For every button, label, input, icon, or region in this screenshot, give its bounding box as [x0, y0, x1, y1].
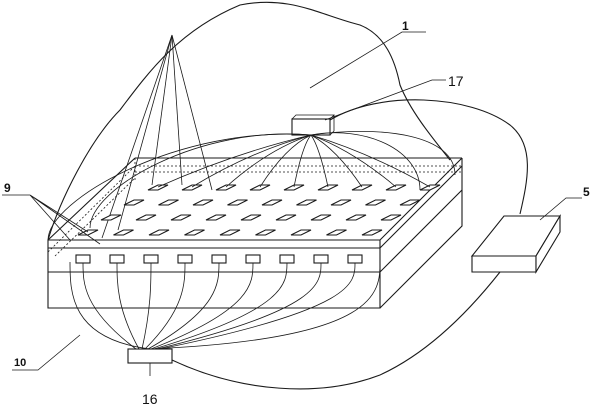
sensor-pad	[192, 199, 214, 206]
sensor-pad	[351, 184, 373, 191]
sensor-pad	[170, 214, 192, 221]
front-pad	[245, 254, 261, 264]
upper-connector-box	[291, 118, 331, 136]
sensor-pad	[345, 214, 367, 221]
sensor-pad	[181, 184, 203, 191]
lower-connector-box	[127, 348, 173, 364]
front-pad	[109, 254, 125, 264]
sensor-pad	[123, 199, 145, 206]
sensor-pad-grid	[77, 184, 441, 236]
upper-wire	[310, 134, 397, 188]
leader-1	[309, 31, 426, 89]
sensor-pad	[227, 199, 248, 206]
sensor-pad	[330, 199, 352, 206]
upper-wire	[310, 134, 363, 188]
sensor-pad	[147, 184, 169, 191]
label-16: 16	[142, 391, 158, 407]
lower-wire-bundle	[69, 261, 381, 350]
apex-fan-lines	[101, 34, 213, 239]
lower-wire	[156, 262, 322, 350]
upper-wire	[157, 134, 312, 188]
sensor-pad	[205, 214, 227, 221]
sensor-pad	[385, 184, 407, 191]
lower-wire	[144, 262, 186, 350]
sensor-pad	[290, 229, 312, 236]
front-pad	[211, 254, 227, 264]
plate-slab	[47, 157, 463, 309]
sensor-pad	[135, 214, 157, 221]
label-10: 10	[14, 357, 26, 369]
cable-upper-to-controller	[329, 99, 528, 215]
front-pad-row	[75, 254, 363, 264]
label-5: 5	[583, 185, 590, 199]
sensor-pad	[275, 214, 297, 221]
cable-lower-to-controller	[171, 271, 501, 390]
label-1: 1	[402, 19, 409, 33]
lower-wire	[141, 262, 152, 350]
label-17: 17	[448, 73, 464, 89]
sensor-pad	[296, 199, 317, 206]
sensor-pad	[365, 199, 386, 206]
upper-wire	[225, 134, 312, 188]
sensor-pad	[100, 214, 122, 221]
sensor-pad	[249, 184, 271, 191]
upper-wire	[310, 134, 329, 188]
sensor-pad	[219, 229, 241, 236]
controller-box	[470, 214, 561, 274]
lower-wire	[153, 262, 288, 350]
sensor-pad	[261, 199, 283, 206]
sensor-pad	[326, 229, 347, 236]
upper-wire	[191, 134, 312, 188]
upper-wire-bundle	[47, 131, 456, 241]
outer-membrane	[47, 1, 451, 241]
front-pad	[177, 254, 193, 264]
sensor-pad	[310, 214, 332, 221]
label-9: 9	[4, 181, 11, 195]
sensor-pad	[77, 229, 99, 236]
sensor-pad	[158, 199, 179, 206]
upper-wire	[310, 134, 431, 188]
sensor-pad	[419, 184, 441, 191]
front-pad	[313, 254, 329, 264]
sensor-pad	[283, 184, 305, 191]
front-pad	[75, 254, 91, 264]
upper-wire	[89, 133, 312, 229]
leader-10	[12, 334, 81, 371]
sensor-pad	[255, 229, 276, 236]
sensor-pad	[215, 184, 237, 191]
upper-wire	[310, 131, 456, 176]
front-pad	[279, 254, 295, 264]
lower-wire	[116, 262, 140, 350]
leader-9	[2, 194, 101, 245]
sensor-pad	[113, 229, 134, 236]
sensor-pad	[240, 214, 262, 221]
lower-wire	[82, 262, 137, 350]
upper-wire	[310, 132, 421, 191]
upper-wire	[293, 134, 312, 188]
lower-wire	[159, 262, 356, 350]
leader-17	[324, 79, 446, 121]
lower-wire	[150, 262, 254, 350]
sensor-pad	[361, 229, 383, 236]
lower-wire	[69, 261, 151, 350]
sensor-pad	[184, 229, 205, 236]
front-pad	[143, 254, 159, 264]
lower-wire	[147, 262, 220, 350]
sensor-pad	[148, 229, 170, 236]
sensor-pad	[317, 184, 339, 191]
sensor-pad	[399, 199, 421, 206]
front-pad	[347, 254, 363, 264]
upper-wire	[259, 134, 312, 188]
sensor-pad	[380, 214, 402, 221]
leader-5	[539, 197, 582, 221]
lower-wire	[149, 261, 381, 350]
